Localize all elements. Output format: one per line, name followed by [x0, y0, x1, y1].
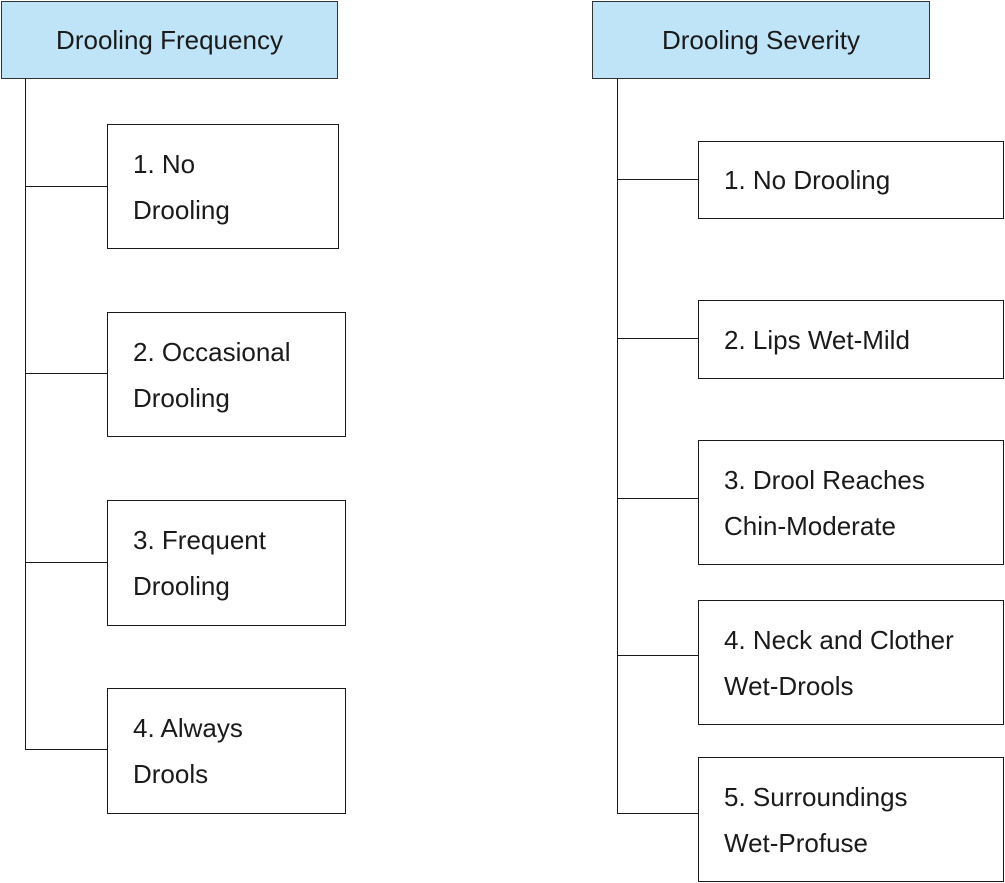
- severity-header: Drooling Severity: [592, 1, 930, 79]
- frequency-node-label: 1. No Drooling: [133, 148, 230, 225]
- frequency-node-1: 1. No Drooling: [107, 124, 339, 249]
- severity-node-label: 5. Surroundings Wet-Profuse: [724, 781, 908, 858]
- frequency-header: Drooling Frequency: [1, 1, 338, 79]
- severity-node-label: 1. No Drooling: [724, 165, 891, 195]
- frequency-node-label: 2. Occasional Drooling: [133, 336, 291, 413]
- severity-node-1: 1. No Drooling: [698, 141, 1004, 219]
- severity-node-5: 5. Surroundings Wet-Profuse: [698, 757, 1004, 882]
- frequency-branch-line: [25, 749, 107, 750]
- frequency-title: Drooling Frequency: [56, 25, 283, 55]
- frequency-node-label: 3. Frequent Drooling: [133, 525, 266, 601]
- frequency-node-2: 2. Occasional Drooling: [107, 312, 346, 437]
- frequency-branch-line: [25, 186, 107, 187]
- frequency-node-4: 4. Always Drools: [107, 688, 346, 814]
- severity-node-4: 4. Neck and Clother Wet-Drools: [698, 600, 1004, 725]
- severity-branch-line: [617, 179, 698, 180]
- frequency-branch-line: [25, 373, 107, 374]
- severity-branch-line: [617, 498, 698, 499]
- frequency-node-3: 3. Frequent Drooling: [107, 500, 346, 626]
- severity-node-2: 2. Lips Wet-Mild: [698, 300, 1004, 379]
- severity-branch-line: [617, 655, 698, 656]
- severity-node-3: 3. Drool Reaches Chin-Moderate: [698, 440, 1004, 565]
- severity-node-label: 2. Lips Wet-Mild: [724, 324, 910, 355]
- severity-node-label: 3. Drool Reaches Chin-Moderate: [724, 464, 925, 541]
- severity-branch-line: [617, 338, 698, 339]
- severity-branch-line: [617, 813, 698, 814]
- frequency-branch-line: [25, 562, 107, 563]
- frequency-trunk-line: [25, 79, 26, 749]
- frequency-node-label: 4. Always Drools: [133, 713, 243, 789]
- severity-trunk-line: [617, 79, 618, 813]
- severity-node-label: 4. Neck and Clother Wet-Drools: [724, 624, 954, 701]
- severity-title: Drooling Severity: [662, 25, 860, 55]
